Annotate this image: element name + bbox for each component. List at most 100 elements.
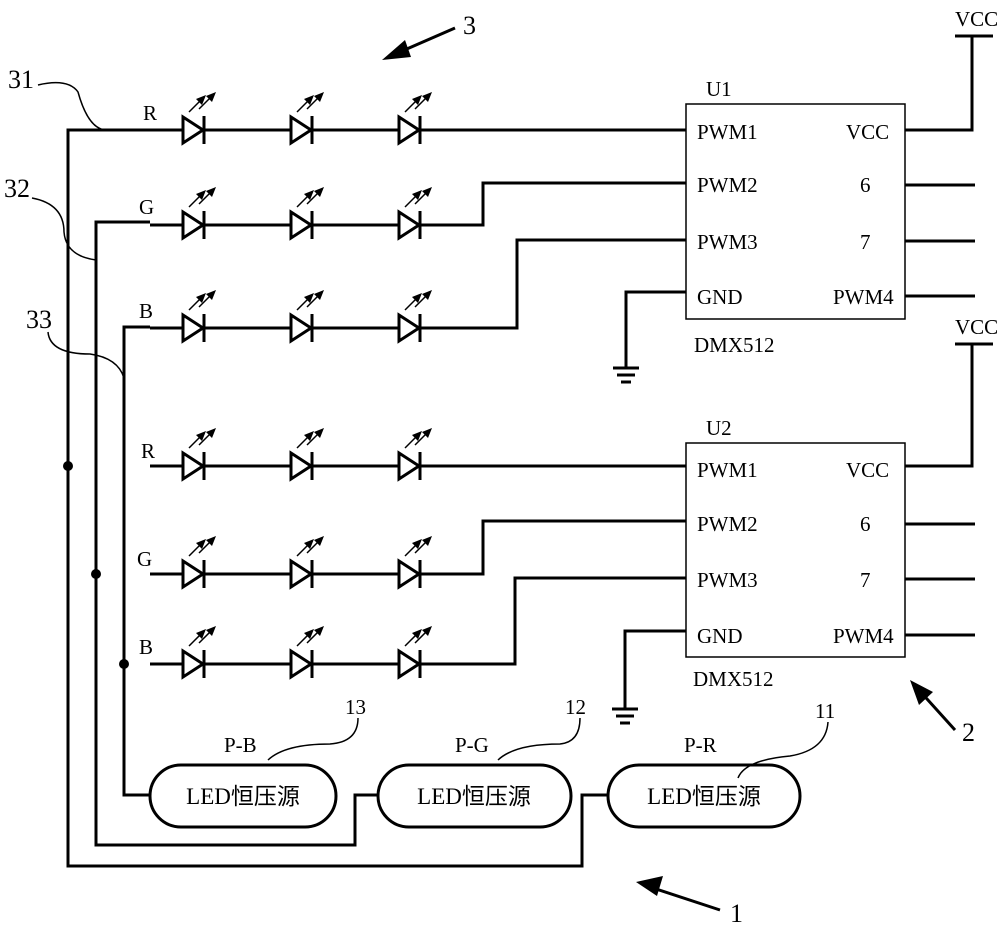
module-ref: 2	[962, 718, 975, 747]
rail-ref: 32	[4, 174, 30, 203]
arrow-head-icon	[382, 40, 411, 60]
led-row	[150, 290, 432, 344]
rail-g	[94, 220, 378, 847]
led-icon	[289, 626, 324, 680]
vcc-label: VCC	[955, 7, 998, 31]
vcc-wire	[905, 36, 974, 132]
arrow-head-icon	[636, 876, 663, 896]
led-icon	[397, 428, 432, 482]
led-row	[150, 536, 432, 590]
wire-pwm2-u2	[420, 519, 686, 576]
power-source-pg: LED恒压源 P-G 12	[376, 695, 586, 829]
power-source-name: P-B	[224, 733, 257, 757]
led-icon	[397, 290, 432, 344]
led-icon	[289, 536, 324, 590]
power-source-ref: 12	[565, 695, 586, 719]
gnd-wire	[623, 629, 686, 709]
chip-ref: U1	[706, 77, 732, 101]
pin-label: VCC	[846, 458, 889, 482]
chip-model: DMX512	[694, 333, 775, 357]
led-icon	[397, 626, 432, 680]
power-source-label: LED恒压源	[647, 784, 761, 809]
led-row	[150, 187, 432, 241]
channel-label: R	[143, 101, 157, 125]
rail-ref: 33	[26, 305, 52, 334]
arrow-head-icon	[910, 680, 933, 705]
leader-line	[737, 721, 829, 779]
vcc-wire	[905, 344, 974, 468]
leader-line	[267, 717, 359, 761]
power-source-ref: 11	[815, 699, 835, 723]
channel-label: G	[139, 195, 154, 219]
pin-label: PWM2	[697, 512, 758, 536]
power-source-label: LED恒压源	[417, 784, 531, 809]
power-source-label: LED恒压源	[186, 784, 300, 809]
wire-pwm3-u1	[420, 238, 686, 330]
chip-u1: U1 DMX512 PWM1 PWM2 PWM3 GND VCC 6 7 PWM…	[613, 7, 998, 384]
pin-label: VCC	[846, 120, 889, 144]
led-icon	[289, 92, 324, 146]
module-ref: 3	[463, 11, 476, 40]
leader-line	[37, 81, 106, 131]
arrow-icon	[649, 885, 721, 912]
pin-label: PWM2	[697, 173, 758, 197]
led-icon	[289, 428, 324, 482]
channel-label: B	[139, 635, 153, 659]
pin-label: 7	[860, 568, 871, 592]
chip-u2: U2 DMX512 PWM1 PWM2 PWM3 GND VCC 6 7 PWM…	[612, 315, 998, 725]
channel-label: B	[139, 299, 153, 323]
pin-label: GND	[697, 285, 743, 309]
led-icon	[397, 187, 432, 241]
rail-b	[122, 325, 150, 797]
pin-label: 7	[860, 230, 871, 254]
led-icon	[181, 626, 216, 680]
junction-dot	[63, 461, 73, 471]
rail-r	[66, 128, 608, 868]
ground-icon	[613, 366, 639, 384]
led-icon	[397, 536, 432, 590]
pin-label: PWM1	[697, 458, 758, 482]
power-source-name: P-R	[684, 733, 717, 757]
channel-label: G	[137, 547, 152, 571]
junction-dot	[91, 569, 101, 579]
led-icon	[181, 187, 216, 241]
gnd-wire	[624, 290, 686, 368]
chip-ref: U2	[706, 416, 732, 440]
pin-label: PWM3	[697, 568, 758, 592]
chip-model: DMX512	[693, 667, 774, 691]
led-icon	[181, 290, 216, 344]
leader-line	[31, 197, 97, 261]
led-icon	[181, 92, 216, 146]
module-ref: 1	[730, 899, 743, 927]
led-row	[150, 428, 432, 482]
led-icon	[289, 290, 324, 344]
wire-pwm2-u1	[420, 181, 686, 227]
led-row	[150, 626, 432, 680]
ground-icon	[612, 707, 638, 725]
pin-label: PWM4	[833, 285, 894, 309]
junction-dot	[119, 659, 129, 669]
leader-line	[47, 331, 125, 379]
rail-ref: 31	[8, 65, 34, 94]
led-row	[150, 92, 432, 146]
pin-label: PWM1	[697, 120, 758, 144]
power-source-pr: LED恒压源 P-R 11	[606, 699, 835, 829]
pin-label: GND	[697, 624, 743, 648]
pin-label: PWM3	[697, 230, 758, 254]
led-rows	[150, 92, 432, 680]
pin-label: 6	[860, 512, 871, 536]
pin-label: PWM4	[833, 624, 894, 648]
led-icon	[181, 536, 216, 590]
channel-label: R	[141, 439, 155, 463]
power-source-name: P-G	[455, 733, 489, 757]
power-source-ref: 13	[345, 695, 366, 719]
leader-line	[497, 717, 581, 761]
wire-pwm3-u2	[420, 576, 686, 666]
led-icon	[289, 187, 324, 241]
power-source-pb: LED恒压源 P-B 13	[148, 695, 366, 829]
vcc-label: VCC	[955, 315, 998, 339]
led-icon	[397, 92, 432, 146]
led-icon	[181, 428, 216, 482]
pin-label: 6	[860, 173, 871, 197]
